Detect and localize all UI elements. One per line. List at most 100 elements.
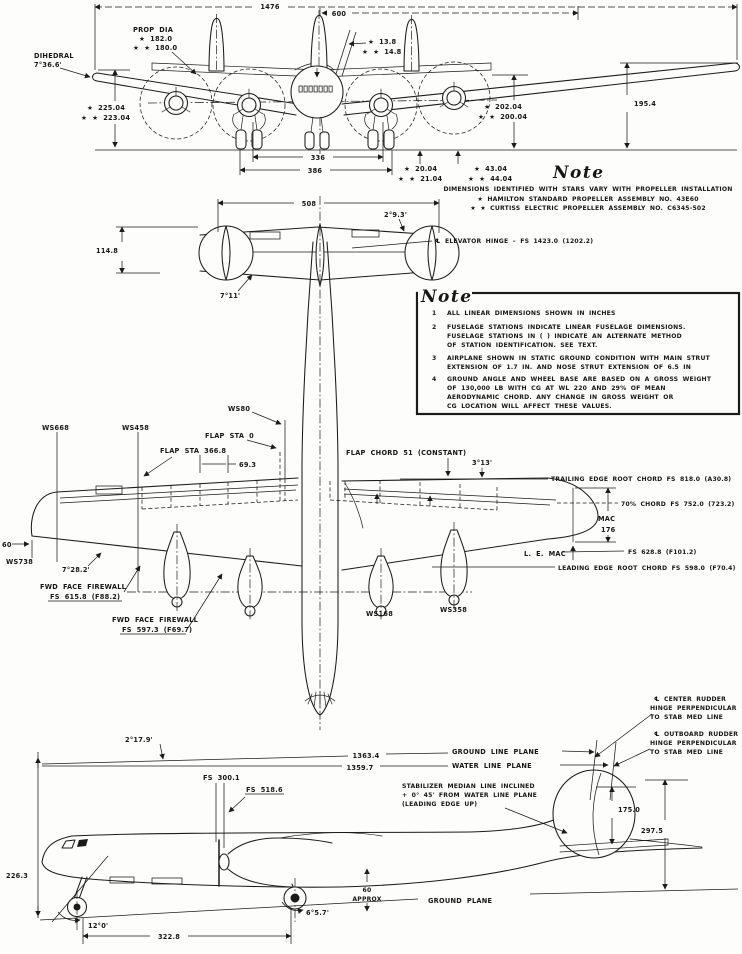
label-le-mac: L. E. MAC	[524, 550, 566, 558]
note-num: 1	[432, 310, 436, 317]
note-line: CG LOCATION WILL AFFECT THESE VALUES.	[447, 403, 612, 410]
label-ground-line-plane: GROUND LINE PLANE	[452, 748, 539, 756]
label-outboard-rudder-2: HINGE PERPENDICULAR	[650, 740, 737, 747]
label-stab-note-1: STABILIZER MEDIAN LINE INCLINED	[402, 783, 535, 790]
label-flap-sta-0: FLAP STA 0	[205, 432, 254, 440]
label-outboard-rudder-3: TO STAB MED LINE	[650, 749, 723, 756]
note-line: AERODYNAMIC CHORD. ANY CHANGE IN GROSS W…	[447, 394, 674, 401]
note-line: ALL LINEAR DIMENSIONS SHOWN IN INCHES	[447, 310, 616, 317]
label-ws458: WS458	[122, 424, 149, 432]
plan-labels: WS668 WS458 WS80 FLAP STA 0 FLAP STA 366…	[2, 405, 736, 635]
label-ws168: WS168	[366, 610, 393, 618]
label-center-rudder-3: TO STAB MED LINE	[650, 714, 723, 721]
label-nose-height: 226.3	[6, 872, 28, 880]
side-airframe	[41, 769, 703, 888]
label-le-root-chord: LEADING EDGE ROOT CHORD FS 598.0 (F70.4)	[558, 565, 736, 572]
label-water-line-plane: WATER LINE PLANE	[452, 762, 532, 770]
label-span-1476: 1476	[260, 3, 280, 11]
note-num: 2	[432, 324, 436, 331]
label-flap-chord: FLAP CHORD 51 (CONSTANT)	[346, 449, 466, 457]
label-stab-height-1148: 114.8	[96, 247, 118, 255]
front-view-airframe	[91, 8, 741, 154]
label-te-sweep: 3°13'	[472, 459, 492, 467]
label-firewall-outboard-2: FS 615.8 (F88.2)	[50, 593, 120, 601]
label-fin-height: 175.0	[618, 806, 640, 814]
note-num: 4	[432, 376, 436, 383]
note-line: GROUND ANGLE AND WHEEL BASE ARE BASED ON…	[447, 376, 712, 383]
notes-box: Note 1 ALL LINEAR DIMENSIONS SHOWN IN IN…	[415, 287, 741, 416]
cockpit-windows	[298, 85, 333, 93]
label-ws358: WS358	[440, 606, 467, 614]
label-ws80: WS80	[228, 405, 250, 413]
label-stab-span-508: 508	[302, 200, 317, 208]
label-stab-angle: 2°9.3'	[384, 211, 407, 219]
label-tail-height: 195.4	[634, 100, 656, 108]
label-semispan-600: 600	[332, 10, 347, 18]
label-te-root-chord: TRAILING EDGE ROOT CHORD FS 818.0 (A30.8…	[551, 476, 731, 483]
label-firewall-outboard-1: FWD FACE FIREWALL	[40, 583, 127, 591]
label-clearance-a-2: ★ ★ 21.04	[398, 175, 442, 183]
label-firewall-inboard-2: FS 597.3 (F69.7)	[122, 626, 192, 634]
label-prop-dia-3: ★ ★ 180.0	[133, 44, 177, 52]
label-clearance-center-1: ★ 13.8	[368, 38, 397, 46]
note-script-title: Note	[552, 163, 605, 183]
label-clearance-center-2: ★ ★ 14.8	[362, 48, 402, 56]
side-landing-gear	[51, 855, 307, 930]
star-note-line2: ★ HAMILTON STANDARD PROPELLER ASSEMBLY N…	[477, 196, 698, 203]
label-outboard-rudder-1: ℄ OUTBOARD RUDDER	[654, 731, 738, 738]
label-height-right-2: ★ ★ 200.04	[478, 113, 527, 121]
label-track-336: 336	[311, 154, 326, 162]
front-view-engines	[161, 81, 469, 118]
label-70-chord: 70% CHORD FS 752.0 (723.2)	[621, 501, 734, 508]
note-line: EXTENSION OF 1.7 IN. AND NOSE STRUT EXTE…	[447, 364, 691, 371]
plan-view: WS668 WS458 WS80 FLAP STA 0 FLAP STA 366…	[2, 196, 736, 730]
note-line: OF 130,000 LB WITH CG AT WL 220 AND 29% …	[447, 385, 666, 392]
label-mac-value: 176	[601, 526, 616, 534]
star-note: Note DIMENSIONS IDENTIFIED WITH STARS VA…	[443, 163, 732, 212]
plan-nacelles	[127, 522, 472, 620]
label-center-rudder-2: HINGE PERPENDICULAR	[650, 705, 737, 712]
star-note-line1: DIMENSIONS IDENTIFIED WITH STARS VARY WI…	[443, 186, 732, 193]
label-center-rudder-1: ℄ CENTER RUDDER	[654, 696, 726, 703]
label-ws738: WS738	[6, 558, 33, 566]
label-firewall-inboard-1: FWD FACE FIREWALL	[112, 616, 199, 624]
label-track-386: 386	[308, 167, 323, 175]
label-height-right-1: ★ 202.04	[484, 103, 522, 111]
label-height-left-2: ★ ★ 223.04	[81, 114, 130, 122]
front-view-dimensions: 1476 600 PROP DIA ★ 182.0 ★ ★ 180.0 DIHE…	[34, 3, 738, 183]
label-flap-segment-693: 69.3	[239, 461, 256, 469]
label-tail-height-2975: 297.5	[641, 827, 663, 835]
label-wheel-base: 322.8	[158, 933, 180, 941]
label-static-angle: 6°5.7'	[306, 909, 329, 917]
label-ground-plane: GROUND PLANE	[428, 897, 493, 905]
label-prop-clearance-2: APPROX	[352, 896, 381, 903]
nose-windshield	[304, 690, 336, 709]
label-le-mac-fs: FS 628.8 (F101.2)	[628, 549, 696, 556]
tail-dimensions: 508 2°9.3' 114.8 7°11' ℄ ELEVATOR HINGE …	[96, 199, 593, 300]
note-line: AIRPLANE SHOWN IN STATIC GROUND CONDITIO…	[447, 355, 711, 362]
label-stab-note-3: (LEADING EDGE UP)	[402, 801, 477, 808]
notes-list: 1 ALL LINEAR DIMENSIONS SHOWN IN INCHES …	[432, 310, 712, 410]
tail-airframe	[198, 223, 460, 287]
label-dihedral-1: DIHEDRAL	[34, 52, 74, 60]
label-glp-angle: 2°17.9'	[125, 736, 153, 744]
label-fs-5186: FS 518.6	[246, 786, 283, 794]
label-dim-glp: 1363.4	[353, 752, 380, 760]
label-mac: MAC	[598, 515, 615, 523]
note-line: FUSELAGE STATIONS INDICATE LINEAR FUSELA…	[447, 324, 686, 331]
label-stab-dihedral: 7°11'	[220, 292, 240, 300]
label-flap-sta-3668: FLAP STA 366.8	[160, 447, 226, 455]
front-view-landing-gear	[95, 113, 737, 151]
label-ws668: WS668	[42, 424, 69, 432]
plan-airframe	[30, 196, 599, 730]
notes-box-title: Note	[420, 287, 473, 307]
label-clearance-b-1: ★ 43.04	[474, 165, 507, 173]
label-prop-clearance-1: 60	[363, 887, 372, 894]
label-dihedral-2: 7°36.6'	[34, 61, 62, 69]
label-le-sweep: 7°28.2'	[62, 566, 90, 574]
front-view: 1476 600 PROP DIA ★ 182.0 ★ ★ 180.0 DIHE…	[34, 3, 741, 212]
tail-top-view: 508 2°9.3' 114.8 7°11' ℄ ELEVATOR HINGE …	[96, 199, 593, 300]
label-tip-60: 60	[2, 541, 12, 549]
label-height-left-1: ★ 225.04	[87, 104, 125, 112]
